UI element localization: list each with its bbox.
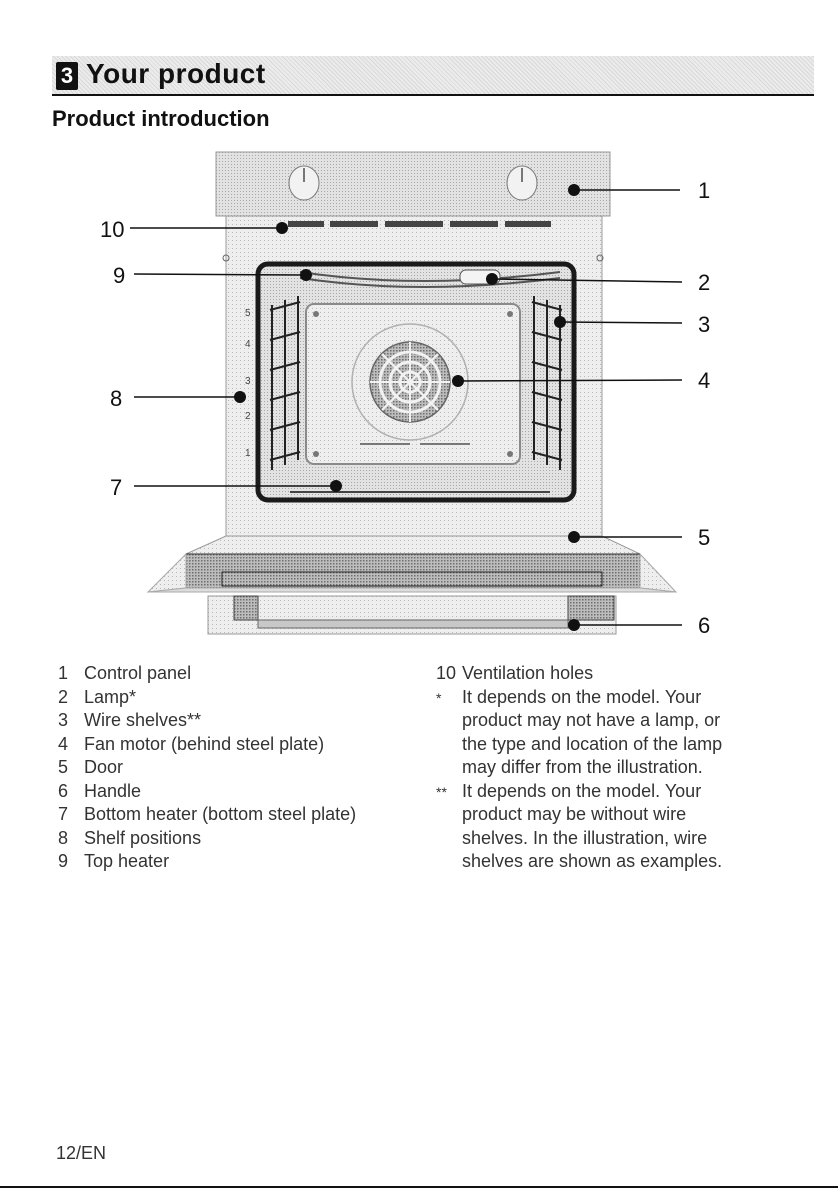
legend-number: 5 [58, 757, 69, 777]
shelf-number: 1 [245, 448, 251, 459]
legend-number: 9 [58, 851, 69, 871]
svg-text:3: 3 [698, 312, 710, 337]
footnote-line: shelves are shown as examples. [462, 851, 723, 871]
page-subtitle: Product introduction [52, 106, 270, 131]
shelf-number: 3 [245, 376, 251, 387]
svg-text:9: 9 [113, 263, 125, 288]
wire-shelves [269, 296, 563, 470]
list-item: 1 Control panel [58, 662, 408, 686]
legend-label: Shelf positions [84, 827, 202, 848]
shelf-number: 4 [245, 339, 251, 350]
list-item: 2 Lamp* [58, 686, 408, 710]
svg-text:4: 4 [698, 368, 710, 393]
oven-illustration: 5 4 3 2 1 1 2 3 4 5 6 7 8 [100, 151, 710, 638]
footnote-mark: * [436, 689, 442, 706]
oven-handle [207, 595, 617, 635]
legend-label: Ventilation holes [462, 663, 594, 683]
legend-label: Door [84, 757, 124, 777]
list-item: 3 Wire shelves** [58, 709, 408, 733]
legend-label: Handle [84, 780, 142, 801]
list-item: 5 Door [58, 756, 408, 780]
footnote-line: product may be without wire [462, 804, 687, 824]
callout-4: 4 [452, 368, 710, 393]
footnote-mark: ** [436, 783, 447, 800]
page-number: 12/EN [56, 1143, 107, 1163]
svg-text:5: 5 [698, 525, 710, 550]
footnote-line: the type and location of the lamp [462, 733, 723, 754]
section-title: Your product [86, 58, 266, 89]
footnote-line: shelves. In the illustration, wire [462, 827, 708, 848]
list-item: 8 Shelf positions [58, 827, 408, 851]
callout-1: 1 [568, 178, 710, 203]
shelf-number: 5 [245, 308, 251, 319]
callouts: 1 2 3 4 5 6 7 8 9 10 [100, 178, 710, 638]
callout-10: 10 [100, 217, 288, 242]
svg-text:6: 6 [698, 613, 710, 638]
legend-label: Control panel [84, 663, 192, 683]
footnote-lamp: * It depends on the model. Your product … [436, 686, 776, 780]
list-item: 7 Bottom heater (bottom steel plate) [58, 803, 408, 827]
oven-body: 5 4 3 2 1 [146, 151, 678, 635]
legend-number: 7 [58, 804, 69, 824]
svg-text:1: 1 [698, 178, 710, 203]
shelf-position-numbers: 5 4 3 2 1 [245, 308, 251, 459]
callout-7: 7 [110, 475, 342, 500]
shelf-number: 2 [245, 411, 251, 422]
svg-text:2: 2 [698, 270, 710, 295]
legend-label: Top heater [84, 851, 170, 871]
legend-number: 3 [58, 710, 69, 730]
footnote-line: It depends on the model. Your [462, 780, 702, 801]
list-item: 4 Fan motor (behind steel plate) [58, 733, 408, 757]
callout-6: 6 [568, 613, 710, 638]
footnote-line: product may not have a lamp, or [462, 710, 721, 730]
footnote-line: It depends on the model. Your [462, 686, 702, 707]
fan-grille [351, 323, 469, 441]
oven-door [146, 535, 678, 593]
callout-5: 5 [568, 525, 710, 550]
legend-number: 10 [436, 663, 457, 683]
legend-number: 2 [58, 686, 69, 707]
callout-3: 3 [554, 312, 710, 337]
legend-number: 1 [58, 663, 69, 683]
callout-8: 8 [110, 386, 246, 411]
footnote-text: It depends on the model. Your product ma… [462, 686, 722, 780]
legend-label: Wire shelves** [84, 710, 202, 730]
svg-text:10: 10 [100, 217, 124, 242]
section-header-bar: 3 Your product [52, 56, 814, 96]
legend-number: 4 [58, 733, 69, 754]
legend-number: 6 [58, 780, 69, 801]
bottom-divider [0, 1186, 838, 1188]
list-item: 6 Handle [58, 780, 408, 804]
footnote-text: It depends on the model. Your product ma… [462, 780, 722, 874]
footnote-shelves: ** It depends on the model. Your product… [436, 780, 776, 874]
svg-text:7: 7 [110, 475, 122, 500]
legend-label: Lamp* [84, 686, 137, 707]
svg-text:8: 8 [110, 386, 122, 411]
section-number-badge: 3 [56, 62, 78, 90]
callout-9: 9 [113, 263, 312, 288]
footnote-line: may differ from the illustration. [462, 757, 703, 777]
ventilation-holes [288, 221, 551, 227]
callout-2: 2 [486, 270, 710, 295]
legend-number: 8 [58, 827, 69, 848]
legend-label: Bottom heater (bottom steel plate) [84, 804, 357, 824]
list-item: 9 Top heater [58, 850, 408, 874]
legend-label: Fan motor (behind steel plate) [84, 733, 325, 754]
